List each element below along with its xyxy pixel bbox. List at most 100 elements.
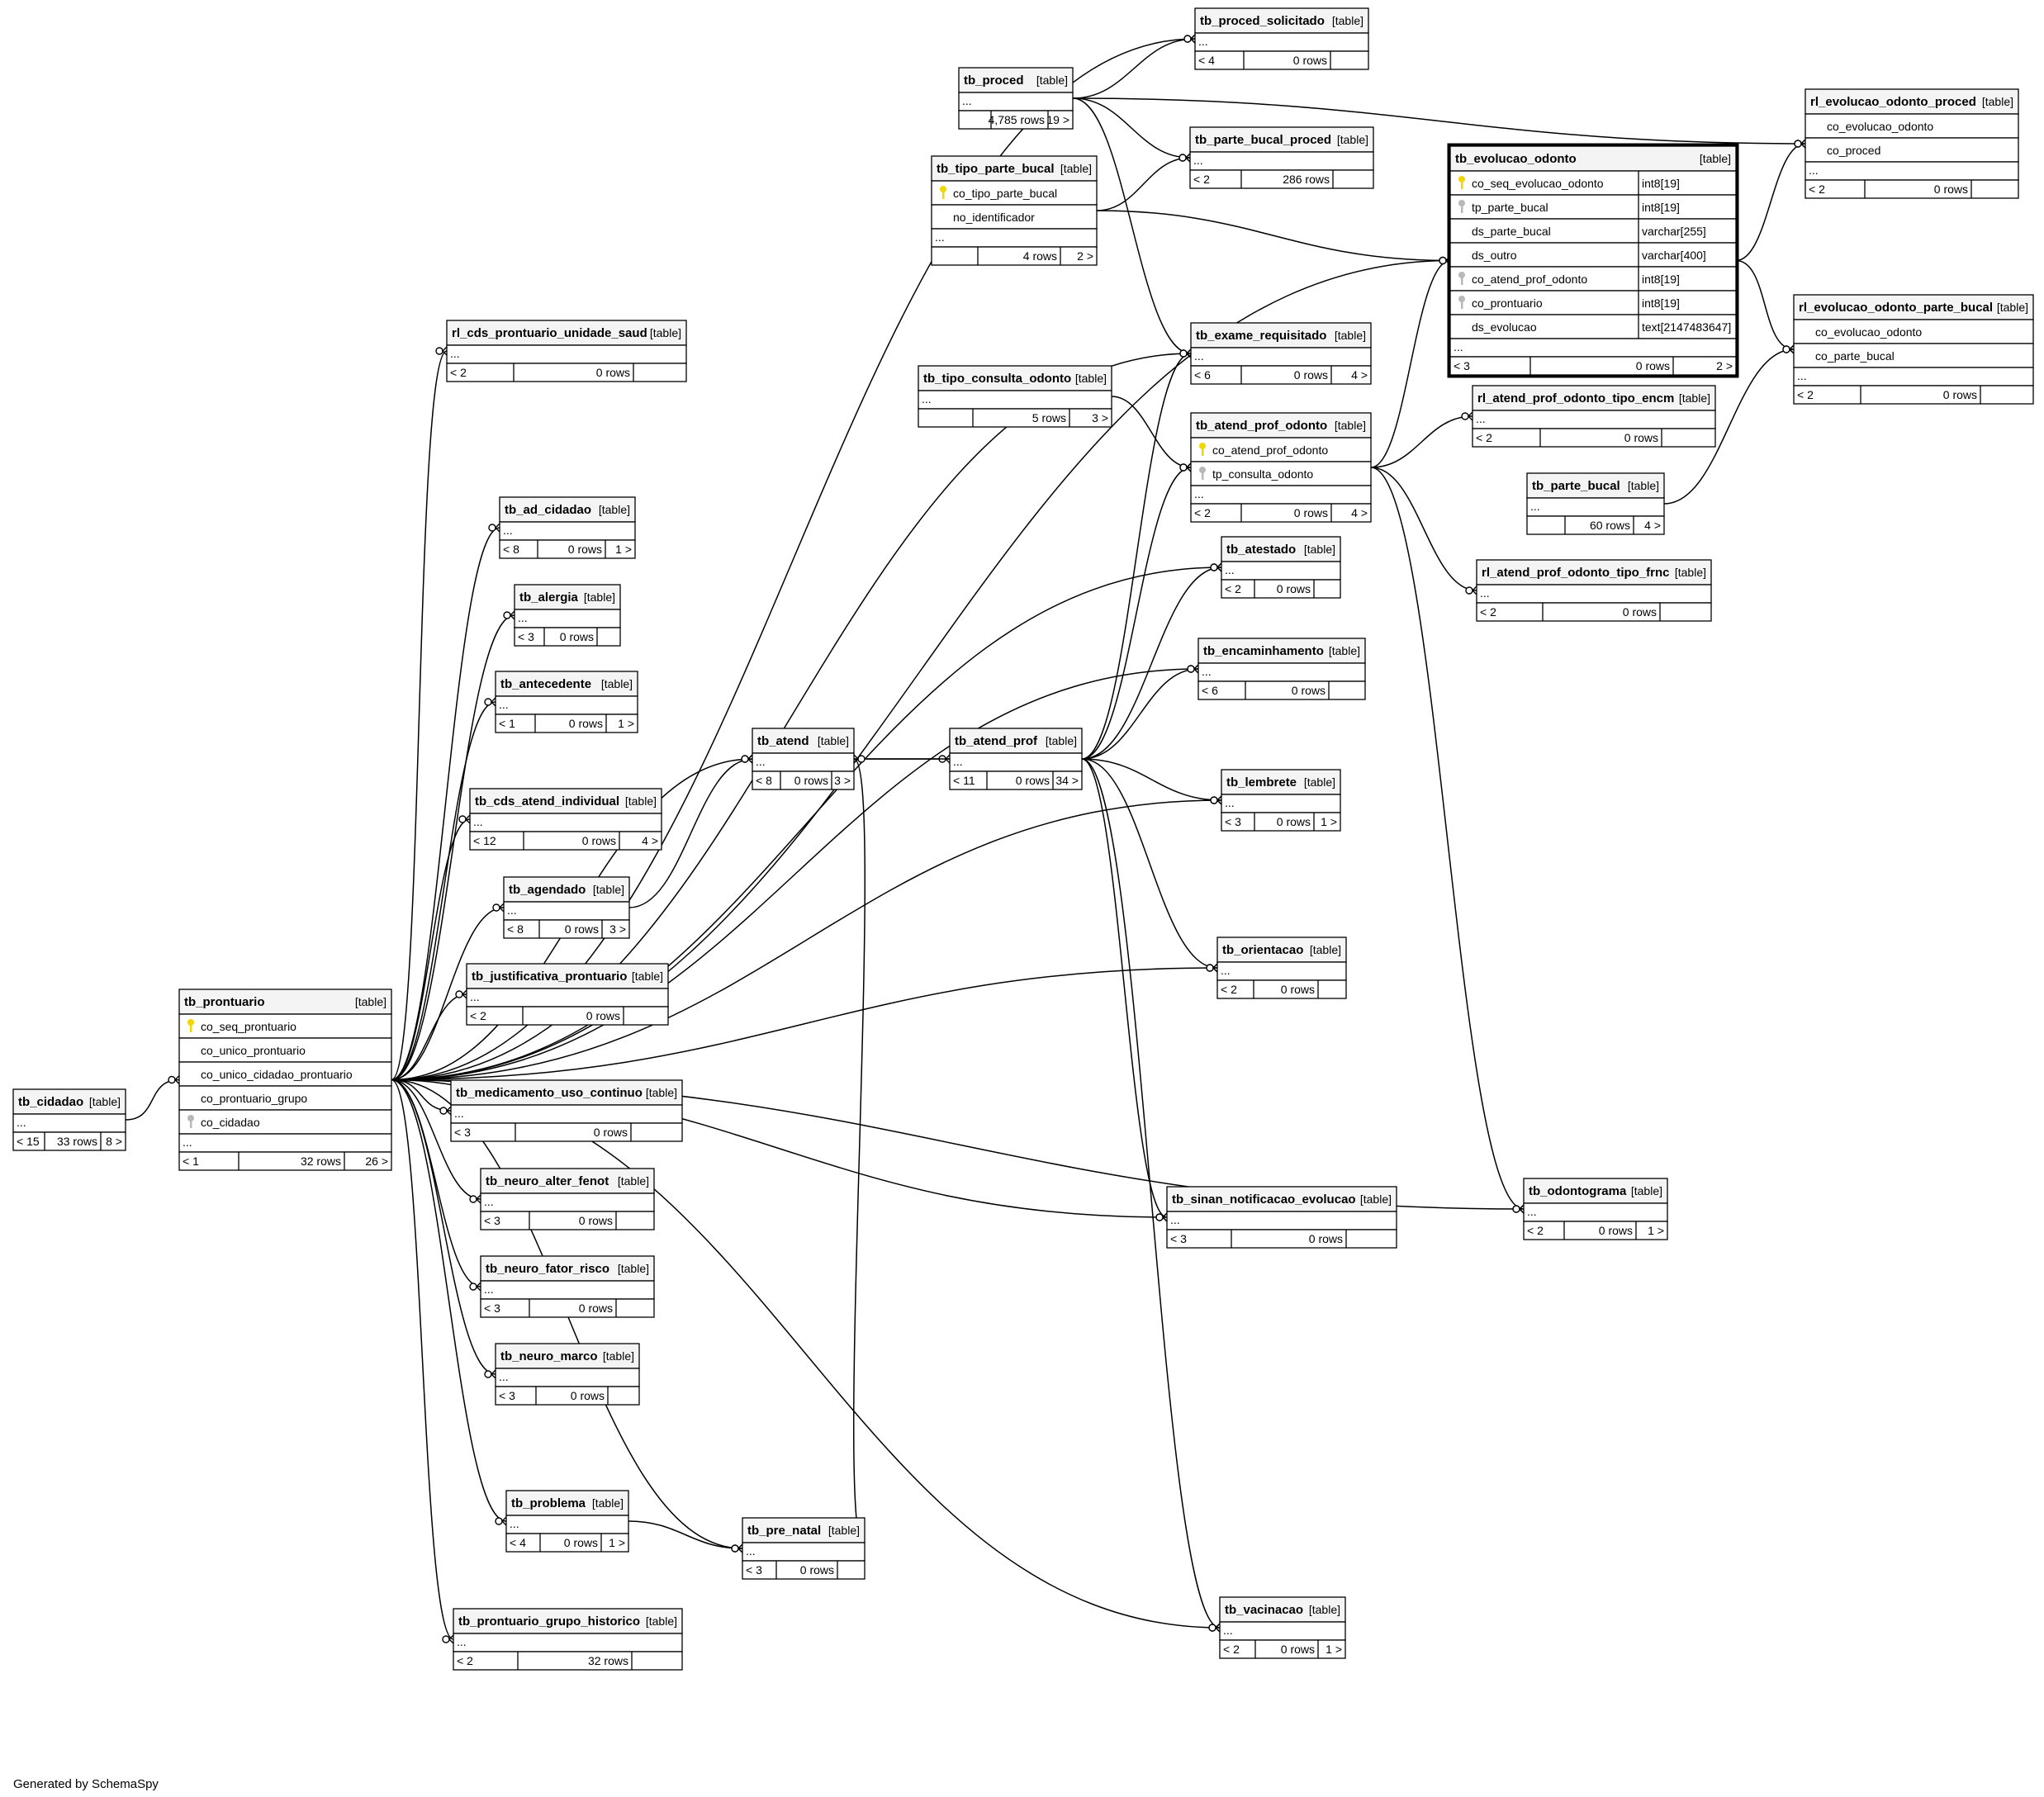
table-name: tb_justificativa_prontuario [472, 970, 627, 984]
crow-foot-marker [1186, 462, 1192, 472]
table-rl-evolucao-odonto-parte-bucal[interactable]: rl_evolucao_odonto_parte_bucal[table]co_… [1793, 294, 2034, 405]
crow-foot-marker [465, 814, 471, 824]
relationship-line [1081, 758, 1221, 1629]
relationship-line [391, 907, 505, 1081]
parents-count: < 6 [1194, 368, 1211, 382]
relationship-line [1081, 467, 1192, 760]
relationship-end-marker [1439, 256, 1447, 265]
table-rl-atend-prof-odonto-tipo-encm[interactable]: rl_atend_prof_odonto_tipo_encm[table]...… [1472, 385, 1716, 448]
ellipsis-row: ... [454, 1107, 464, 1120]
column-type: varchar[255] [1642, 225, 1706, 238]
row-count: 0 rows [1309, 1232, 1343, 1245]
column-name: tp_parte_bucal [1472, 201, 1548, 214]
row-count: 0 rows [568, 543, 602, 556]
parents-count: < 2 [1797, 388, 1814, 401]
relationship-end-marker [455, 990, 463, 998]
table-tb-atend-prof-odonto[interactable]: tb_atend_prof_odonto[table]co_atend_prof… [1190, 412, 1372, 523]
crow-foot-marker [446, 1106, 452, 1116]
parents-count: < 3 [484, 1302, 500, 1315]
ellipsis-row: ... [935, 230, 945, 244]
crow-foot-marker [510, 610, 515, 620]
crow-foot-marker [495, 523, 500, 533]
relationship-end-marker [503, 611, 511, 619]
foreign-key-icon [1458, 296, 1465, 309]
relationship-line [628, 1520, 743, 1549]
crow-foot-marker [1472, 586, 1477, 595]
ellipsis-row: ... [1170, 1213, 1180, 1226]
table-name: tb_odontograma [1529, 1184, 1627, 1198]
table-name: tb_atend_prof_odonto [1196, 419, 1327, 433]
row-count: 0 rows [564, 1536, 598, 1549]
crow-foot-marker [1519, 1204, 1525, 1214]
relationship-end-marker [168, 1075, 176, 1084]
table-tb-justificativa-prontuario[interactable]: tb_justificativa_prontuario[table]...< 2… [466, 963, 669, 1026]
table-name: tb_evolucao_odonto [1455, 152, 1577, 166]
table-tb-medicamento-uso-continuo[interactable]: tb_medicamento_uso_continuo[table]...< 3… [450, 1079, 683, 1142]
row-count: 0 rows [1624, 431, 1658, 444]
table-rl-evolucao-odonto-proced[interactable]: rl_evolucao_odonto_proced[table]co_evolu… [1805, 88, 2019, 199]
table-tb-prontuario-grupo-historico[interactable]: tb_prontuario_grupo_historico[table]...<… [453, 1608, 683, 1671]
table-tag: [table] [89, 1095, 121, 1108]
ellipsis-row: ... [518, 611, 528, 624]
parents-count: < 1 [183, 1155, 199, 1168]
relationship-line [1081, 353, 1192, 760]
children-count: 26 > [365, 1155, 388, 1168]
relationship-end-marker [469, 1195, 477, 1203]
column-name: co_evolucao_odonto [1827, 120, 1933, 133]
parents-count: < 2 [470, 1009, 486, 1022]
table-tb-evolucao-odonto[interactable]: tb_evolucao_odonto[table]co_seq_evolucao… [1447, 143, 1739, 378]
relationship-line [391, 967, 1218, 1081]
row-count: 0 rows [582, 834, 616, 847]
parents-count: < 3 [1225, 815, 1241, 828]
relationship-end-marker [1179, 154, 1187, 162]
row-count: 33 rows [57, 1135, 97, 1148]
table-name: tb_alergia [519, 590, 579, 605]
relationship-end-marker [1155, 1213, 1164, 1221]
relationship-end-marker [1206, 964, 1214, 972]
ellipsis-row: ... [470, 990, 480, 1003]
table-tb-sinan-notificacao-evolucao[interactable]: tb_sinan_notificacao_evolucao[table]...<… [1166, 1186, 1397, 1249]
table-tag: [table] [599, 503, 630, 516]
parents-count: < 2 [1480, 605, 1496, 619]
relationship-end-marker [488, 524, 496, 532]
table-tag: [table] [1036, 73, 1068, 87]
relationship-line [1735, 143, 1806, 262]
column-name: co_cidadao [201, 1116, 260, 1129]
row-count: 0 rows [1934, 183, 1968, 196]
ellipsis-row: ... [1530, 500, 1540, 513]
relationship-line [1072, 38, 1196, 99]
table-rl-atend-prof-odonto-tipo-frnc[interactable]: rl_atend_prof_odonto_tipo_frnc[table]...… [1476, 559, 1712, 622]
table-rl-cds-prontuario-unidade-saud[interactable]: rl_cds_prontuario_unidade_saud[table]...… [446, 320, 687, 382]
relationship-line [1735, 259, 1795, 350]
relationship-line [1663, 348, 1795, 505]
table-tb-prontuario[interactable]: tb_prontuario[table]co_seq_prontuarioco_… [178, 989, 392, 1171]
ellipsis-row: ... [499, 698, 509, 711]
table-tb-tipo-parte-bucal[interactable]: tb_tipo_parte_bucal[table]co_tipo_parte_… [931, 155, 1098, 266]
